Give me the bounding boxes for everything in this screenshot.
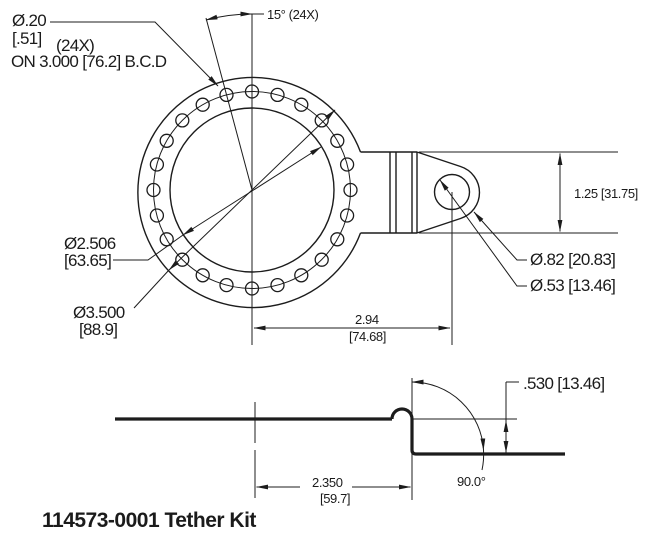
side-profile (115, 407, 565, 456)
angle-ray-15deg (205, 17, 253, 191)
leader-hole-dia (50, 21, 219, 87)
outer-dia-label: Ø3.500 (73, 303, 125, 322)
lug-od-label: Ø.82 [20.83] (530, 250, 616, 269)
bend-angle-label: 90.0° (457, 474, 486, 489)
dim-outer-dia (168, 109, 336, 271)
side-dimensions (254, 378, 519, 500)
inner-dia-mm: [63.65] (64, 251, 112, 270)
hole-dia-label: Ø.20 (12, 11, 47, 30)
center-to-lug-mm: [74.68] (349, 329, 386, 344)
bend-lines (389, 152, 418, 233)
ext-lines-tab (419, 151, 618, 234)
hole-dia-mm: [.51] (12, 29, 42, 48)
leader-lug-hole (439, 179, 527, 287)
flange-offset-label: .530 [13.46] (523, 374, 605, 393)
drawing-title: 114573-0001 Tether Kit (42, 509, 256, 532)
bend-bump (390, 407, 414, 420)
tab-width-label: 1.25 [31.75] (574, 186, 638, 201)
bolt-circle-note: ON 3.000 [76.2] B.C.D (11, 52, 167, 71)
bend-dist-in: 2.350 (312, 475, 343, 490)
hole-count-label: (24X) (56, 36, 95, 55)
hole-angle-label: 15° (24X) (267, 7, 319, 22)
dim-15deg-arc (205, 11, 253, 21)
dim-90deg-arc (411, 379, 486, 451)
center-to-lug-in: 2.94 (355, 312, 379, 327)
centerlines (205, 14, 453, 345)
flange-outer-circle (137, 76, 362, 309)
tab-outline (360, 151, 481, 234)
leader-lug-od (473, 211, 527, 261)
dimension-lines (50, 11, 618, 331)
outer-dia-mm: [88.9] (79, 320, 118, 339)
lug-hole-label: Ø.53 [13.46] (530, 276, 616, 295)
bend-dist-mm: [59.7] (320, 491, 351, 506)
inner-dia-label: Ø2.506 (64, 234, 116, 253)
